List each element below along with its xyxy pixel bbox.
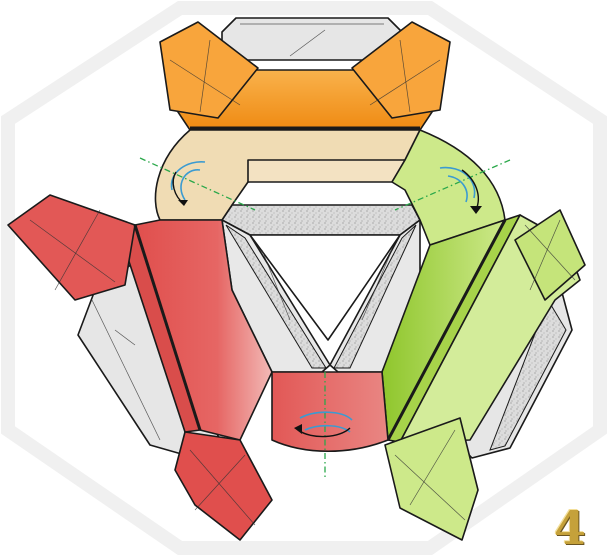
step-number-label: 4 (554, 505, 586, 551)
